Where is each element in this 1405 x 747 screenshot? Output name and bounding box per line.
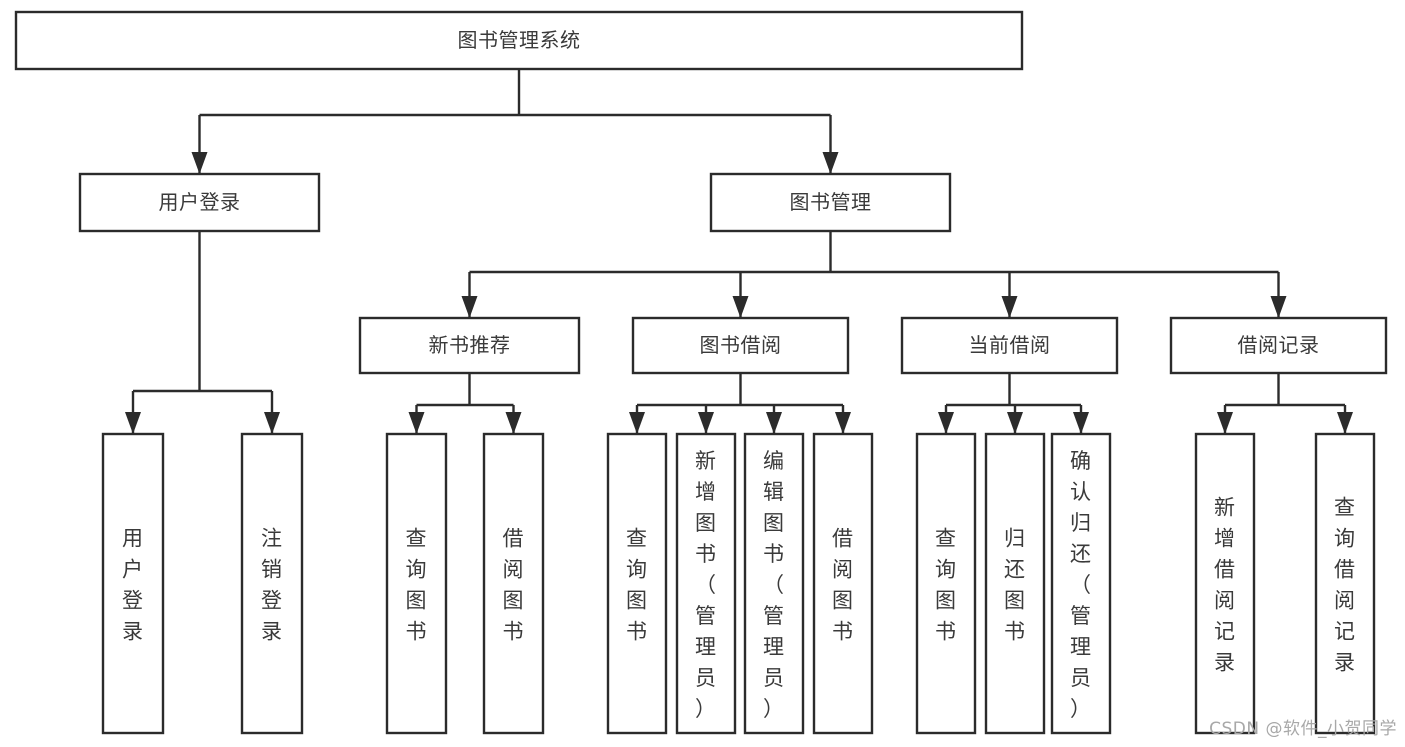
arrowhead-icon <box>629 412 645 434</box>
node-label: 借阅记录 <box>1238 333 1320 357</box>
arrowhead-icon <box>698 412 714 434</box>
arrowhead-icon <box>1217 412 1233 434</box>
node-label: 查询图书 <box>406 527 428 644</box>
node-box[interactable] <box>915 432 977 735</box>
node-label: 图书管理系统 <box>458 28 581 52</box>
arrowhead-icon <box>1270 296 1287 318</box>
node-box[interactable] <box>743 432 805 735</box>
node-box[interactable] <box>1194 432 1256 735</box>
node-label: 图书管理 <box>790 190 872 214</box>
node-box[interactable] <box>1314 432 1376 735</box>
leaf-add-borrow-record[interactable]: 新增借阅记录 <box>1194 432 1256 735</box>
node-label: 确认归还（管理员） <box>1070 449 1092 721</box>
leaf-borrow-book-1[interactable]: 借阅图书 <box>482 432 545 735</box>
arrowhead-icon <box>461 296 478 318</box>
arrowhead-icon <box>766 412 782 434</box>
arrowhead-icon <box>822 152 839 174</box>
arrowhead-icon <box>505 412 522 434</box>
node-label: 编辑图书（管理员） <box>763 449 785 721</box>
node-book-borrow[interactable]: 图书借阅 <box>631 316 850 375</box>
node-label: 新书推荐 <box>429 333 511 357</box>
node-box[interactable] <box>606 432 668 735</box>
nodes-layer: 图书管理系统用户登录用户登录注销登录图书管理新书推荐查询图书借阅图书图书借阅查询… <box>14 10 1388 735</box>
node-label: 查询图书 <box>935 527 957 644</box>
leaf-query-book-2[interactable]: 查询图书 <box>606 432 668 735</box>
arrowhead-icon <box>191 152 208 174</box>
node-label: 用户登录 <box>159 190 241 214</box>
arrowhead-icon <box>835 412 851 434</box>
node-label: 当前借阅 <box>969 333 1051 357</box>
node-box[interactable] <box>675 432 737 735</box>
node-label: 用户登录 <box>122 527 144 644</box>
node-box[interactable] <box>812 432 874 735</box>
node-box[interactable] <box>14 10 1024 71</box>
leaf-query-book-1[interactable]: 查询图书 <box>385 432 448 735</box>
node-current-borrow[interactable]: 当前借阅 <box>900 316 1119 375</box>
node-book-management[interactable]: 图书管理 <box>709 172 952 233</box>
node-box[interactable] <box>101 432 165 735</box>
node-label: 借阅图书 <box>832 527 854 644</box>
arrowhead-icon <box>264 412 280 434</box>
leaf-user-login-leaf[interactable]: 用户登录 <box>101 432 165 735</box>
node-borrow-records[interactable]: 借阅记录 <box>1169 316 1388 375</box>
arrowhead-icon <box>1073 412 1089 434</box>
leaf-borrow-book-2[interactable]: 借阅图书 <box>812 432 874 735</box>
node-box[interactable] <box>709 172 952 233</box>
node-label: 新增借阅记录 <box>1214 496 1236 675</box>
node-root[interactable]: 图书管理系统 <box>14 10 1024 71</box>
node-box[interactable] <box>358 316 581 375</box>
node-box[interactable] <box>240 432 304 735</box>
leaf-query-book-3[interactable]: 查询图书 <box>915 432 977 735</box>
leaf-logout-leaf[interactable]: 注销登录 <box>240 432 304 735</box>
node-label: 查询借阅记录 <box>1334 496 1356 675</box>
arrowhead-icon <box>732 296 749 318</box>
arrowhead-icon <box>125 412 141 434</box>
node-label: 归还图书 <box>1004 527 1026 644</box>
node-label: 借阅图书 <box>503 527 525 644</box>
node-box[interactable] <box>1169 316 1388 375</box>
node-box[interactable] <box>1050 432 1112 735</box>
node-box[interactable] <box>984 432 1046 735</box>
node-new-book-recommend[interactable]: 新书推荐 <box>358 316 581 375</box>
arrowhead-icon <box>1337 412 1353 434</box>
leaf-return-book[interactable]: 归还图书 <box>984 432 1046 735</box>
leaf-edit-book-admin[interactable]: 编辑图书（管理员） <box>743 432 805 735</box>
node-label: 图书借阅 <box>700 333 782 357</box>
node-box[interactable] <box>900 316 1119 375</box>
arrowhead-icon <box>408 412 425 434</box>
arrowhead-icon <box>1001 296 1018 318</box>
node-label: 注销登录 <box>261 527 283 644</box>
leaf-query-borrow-record[interactable]: 查询借阅记录 <box>1314 432 1376 735</box>
leaf-add-book-admin[interactable]: 新增图书（管理员） <box>675 432 737 735</box>
node-box[interactable] <box>482 432 545 735</box>
node-label: 查询图书 <box>626 527 648 644</box>
node-box[interactable] <box>631 316 850 375</box>
node-box[interactable] <box>78 172 321 233</box>
node-box[interactable] <box>385 432 448 735</box>
arrowhead-icon <box>1007 412 1023 434</box>
node-label: 新增图书（管理员） <box>695 449 717 721</box>
connectors-layer <box>125 69 1353 434</box>
arrowhead-icon <box>938 412 954 434</box>
leaf-confirm-return-admin[interactable]: 确认归还（管理员） <box>1050 432 1112 735</box>
node-user-login[interactable]: 用户登录 <box>78 172 321 233</box>
